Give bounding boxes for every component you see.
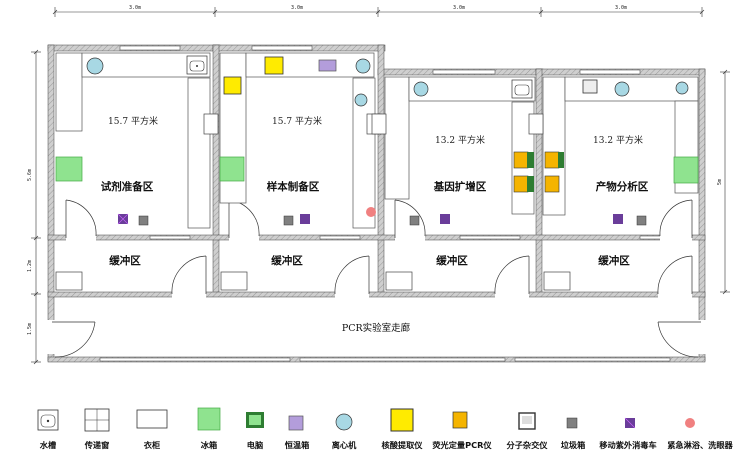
dim-top-2: 3.0m [291,5,303,11]
buffer-1-name: 缓冲区 [108,254,141,267]
pass-window-icon [528,113,544,135]
fridge-icon [197,407,221,431]
computer-icon [246,412,264,428]
trash-bin-icon [566,417,578,429]
legend-label-8: 核酸提取仪 [382,440,424,450]
room-1-area: 15.7 平方米 [108,115,158,127]
buffer-4-name: 缓冲区 [597,254,630,267]
sink-icon [511,79,533,99]
pass-window-icon [84,408,110,432]
corridor-name: PCR实验室走廊 [342,322,411,334]
computer-icon [527,176,534,192]
centrifuge-icon [354,93,368,107]
nucleic-extractor-icon [264,56,284,75]
legend-label-2: 传递窗 [84,440,110,450]
pass-window-icon [371,113,387,135]
fridge-icon [219,156,245,182]
legend-label-4: 冰箱 [201,440,217,450]
wardrobe-icon [220,271,248,291]
hybridizer-icon [518,412,536,430]
trash-bin-icon [409,215,420,226]
room-4-furniture [528,76,699,226]
nucleic-extractor-icon [223,76,242,95]
legend-label-1: 水槽 [40,440,57,450]
legend-label-3: 衣柜 [144,440,160,450]
buffer-wardrobes [55,271,571,291]
fridge-icon [673,156,699,184]
incubator-icon [288,415,304,431]
uv-cart-icon [300,214,310,224]
wardrobe-icon [543,271,571,291]
room-3-furniture [371,76,536,226]
doors [47,199,706,358]
top-dimension-line [52,7,705,17]
buffer-2-name: 缓冲区 [270,254,303,267]
trash-bin-icon [138,215,149,226]
legend-label-9: 荧光定量PCR仪 [432,440,492,450]
qpcr-icon [513,175,529,193]
sink-icon [186,55,208,75]
uv-cart-icon [613,214,623,224]
wardrobe-icon [385,271,413,291]
room-1-name: 试剂准备区 [101,180,154,193]
sink-icon [37,409,59,431]
room-2-furniture [203,52,382,229]
uv-cart-icon [624,417,636,429]
right-dimension-line [720,69,730,295]
eyewash-icon [366,207,376,217]
qpcr-icon [544,175,560,193]
wardrobe-icon [55,271,83,291]
left-dimension-line [31,49,41,365]
room-3-name: 基因扩增区 [433,180,487,193]
trash-bin-icon [636,215,647,226]
wardrobe-icon [136,409,168,429]
qpcr-icon [513,151,529,169]
eyewash-icon [685,418,695,428]
room-2-area: 15.7 平方米 [272,115,322,127]
legend-label-6: 恒温箱 [285,440,310,450]
dim-top-3: 3.0m [453,5,465,11]
centrifuge-icon [614,81,630,97]
computer-icon [527,152,534,168]
room-2-name: 样本制备区 [267,180,320,193]
room-4-area: 13.2 平方米 [593,134,643,146]
dim-top-1: 3.0m [129,5,141,11]
legend-label-10: 分子杂交仪 [507,440,549,450]
dim-left-2: 1.2m [27,260,33,272]
centrifuge-icon [413,81,429,97]
incubator-icon [318,59,337,72]
legend-label-11: 垃圾箱 [561,440,586,450]
centrifuge-icon [355,58,371,74]
uv-cart-icon [440,214,450,224]
legend-label-12: 移动紫外消毒车 [599,440,656,450]
dim-left-1: 5.6m [27,169,33,181]
centrifuge-icon [675,81,689,95]
qpcr-icon [544,151,560,169]
buffer-3-name: 缓冲区 [435,254,468,267]
room-1-furniture [55,52,211,229]
trash-bin-icon [283,215,294,226]
legend: 水槽 传递窗 衣柜 冰箱 电脑 恒温箱 离心机 核酸提取仪 荧光定量PCR仪 分… [37,407,734,450]
qpcr-icon [452,411,468,429]
legend-label-5: 电脑 [247,440,263,450]
hybridizer-icon [582,79,598,94]
fridge-icon [55,156,83,182]
legend-label-7: 离心机 [332,440,357,450]
computer-icon [558,152,564,168]
centrifuge-icon [335,413,353,431]
legend-label-13: 紧急淋浴、洗眼器 [667,440,733,450]
centrifuge-icon [86,57,104,75]
room-3-area: 13.2 平方米 [435,134,485,146]
dim-top-4: 3.0m [615,5,627,11]
pass-window-icon [203,113,219,135]
nucleic-extractor-icon [390,408,414,432]
dim-left-3: 1.5m [27,323,33,335]
dim-right: 5m [717,179,723,185]
room-4-name: 产物分析区 [596,180,649,193]
